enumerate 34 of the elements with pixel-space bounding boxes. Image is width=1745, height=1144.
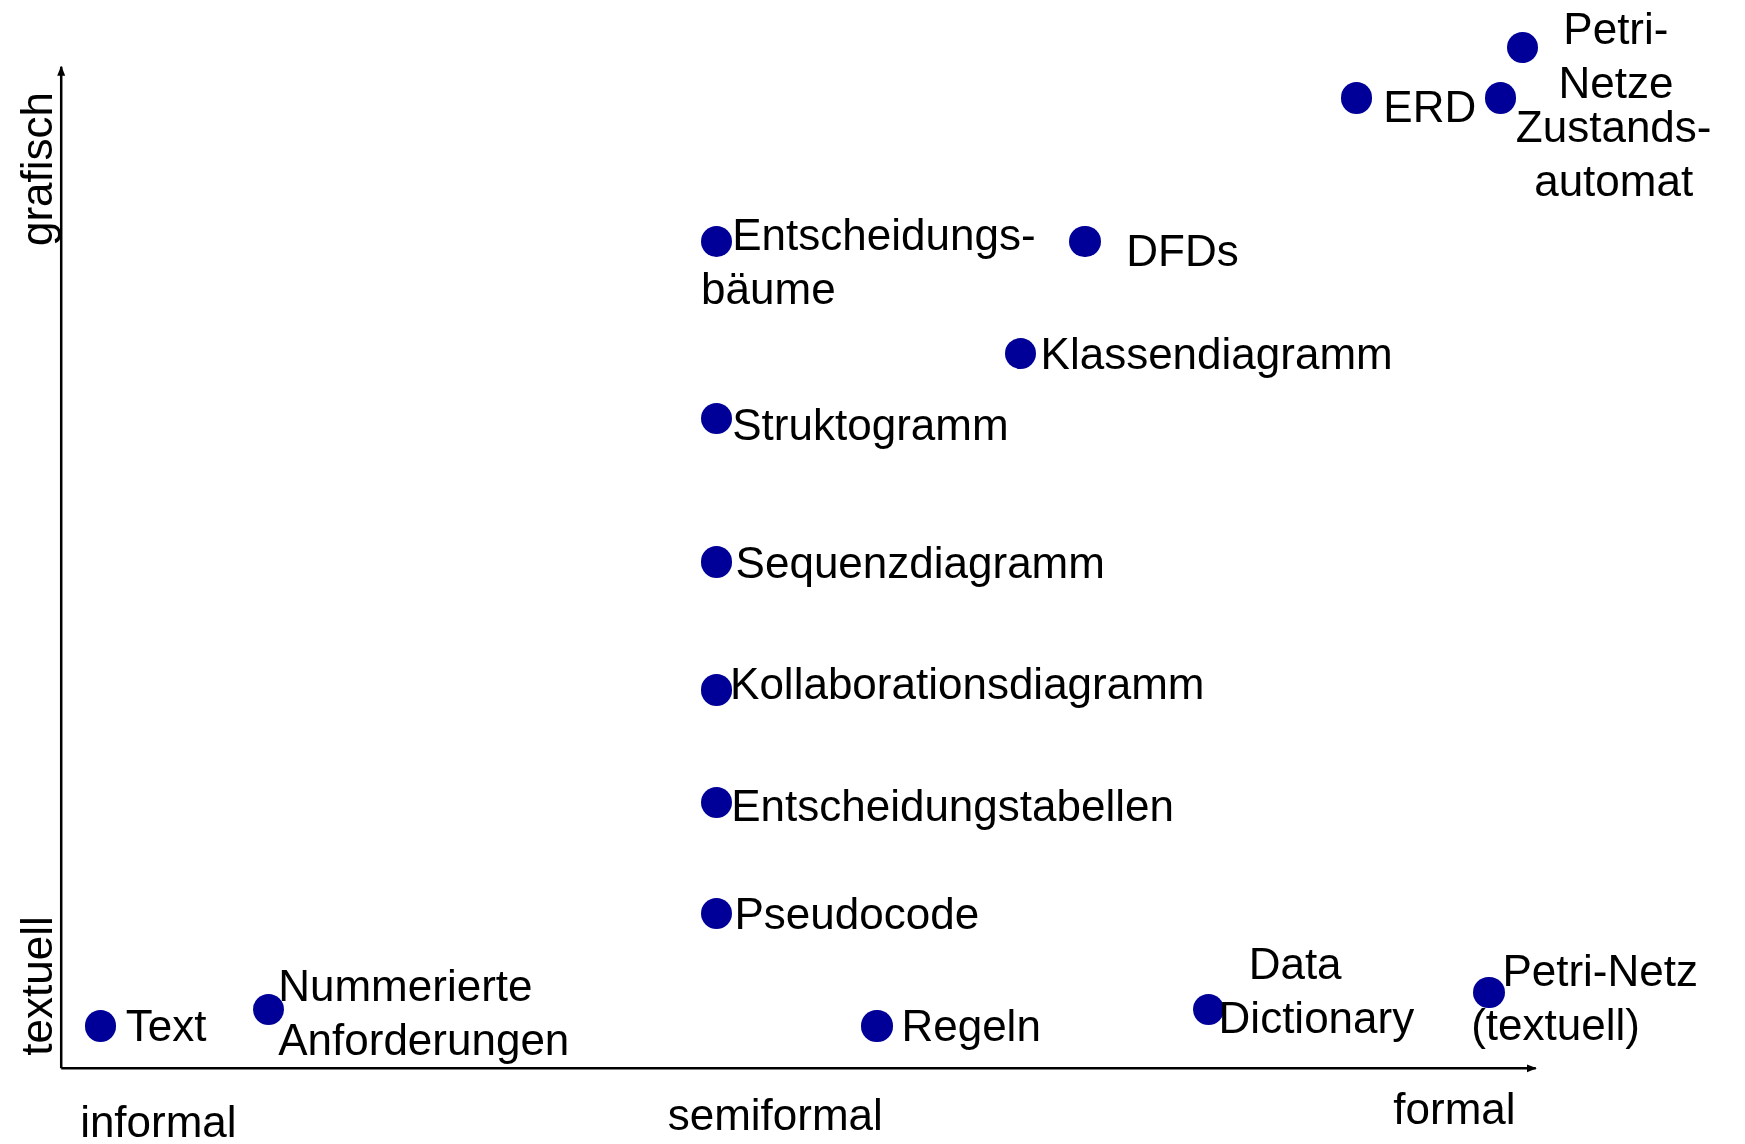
point-label: Data Dictionary (1218, 938, 1416, 1045)
data-point (701, 786, 733, 818)
axis-label: semiformal (667, 1089, 883, 1140)
data-point (701, 674, 733, 706)
data-point (1506, 32, 1538, 64)
point-label: Petri-Netz (textuell) (1471, 944, 1699, 1051)
data-point (84, 1010, 116, 1042)
data-point (1473, 977, 1505, 1009)
point-label: Sequenzdiagramm (735, 537, 1106, 590)
axis-label: informal (80, 1097, 237, 1144)
data-point (1484, 82, 1516, 114)
point-label: Pseudocode (734, 887, 981, 940)
point-label: Kollaborationsdiagramm (730, 657, 1206, 710)
point-label: Entscheidungs- bäume (701, 209, 1037, 316)
point-label: Klassendiagramm (1040, 328, 1394, 381)
axis-label: grafisch (11, 92, 62, 247)
data-point (701, 898, 733, 930)
data-point (252, 993, 284, 1025)
data-point (861, 1010, 893, 1042)
point-label: Regeln (901, 1000, 1042, 1053)
data-point (1004, 338, 1037, 370)
point-label: Text (125, 1000, 208, 1053)
point-label: Struktogramm (732, 399, 1010, 452)
point-label: Nummerierte Anforderungen (278, 960, 571, 1067)
point-label: DFDs (1126, 224, 1240, 277)
data-point (1069, 225, 1101, 258)
axis-label: formal (1393, 1083, 1516, 1134)
data-point (701, 546, 733, 578)
axis-label: textuell (11, 916, 62, 1056)
data-point (1341, 82, 1373, 114)
data-point (701, 402, 733, 434)
point-label: Entscheidungstabellen (731, 780, 1175, 832)
point-label: ERD (1383, 81, 1478, 134)
data-point (701, 225, 733, 258)
